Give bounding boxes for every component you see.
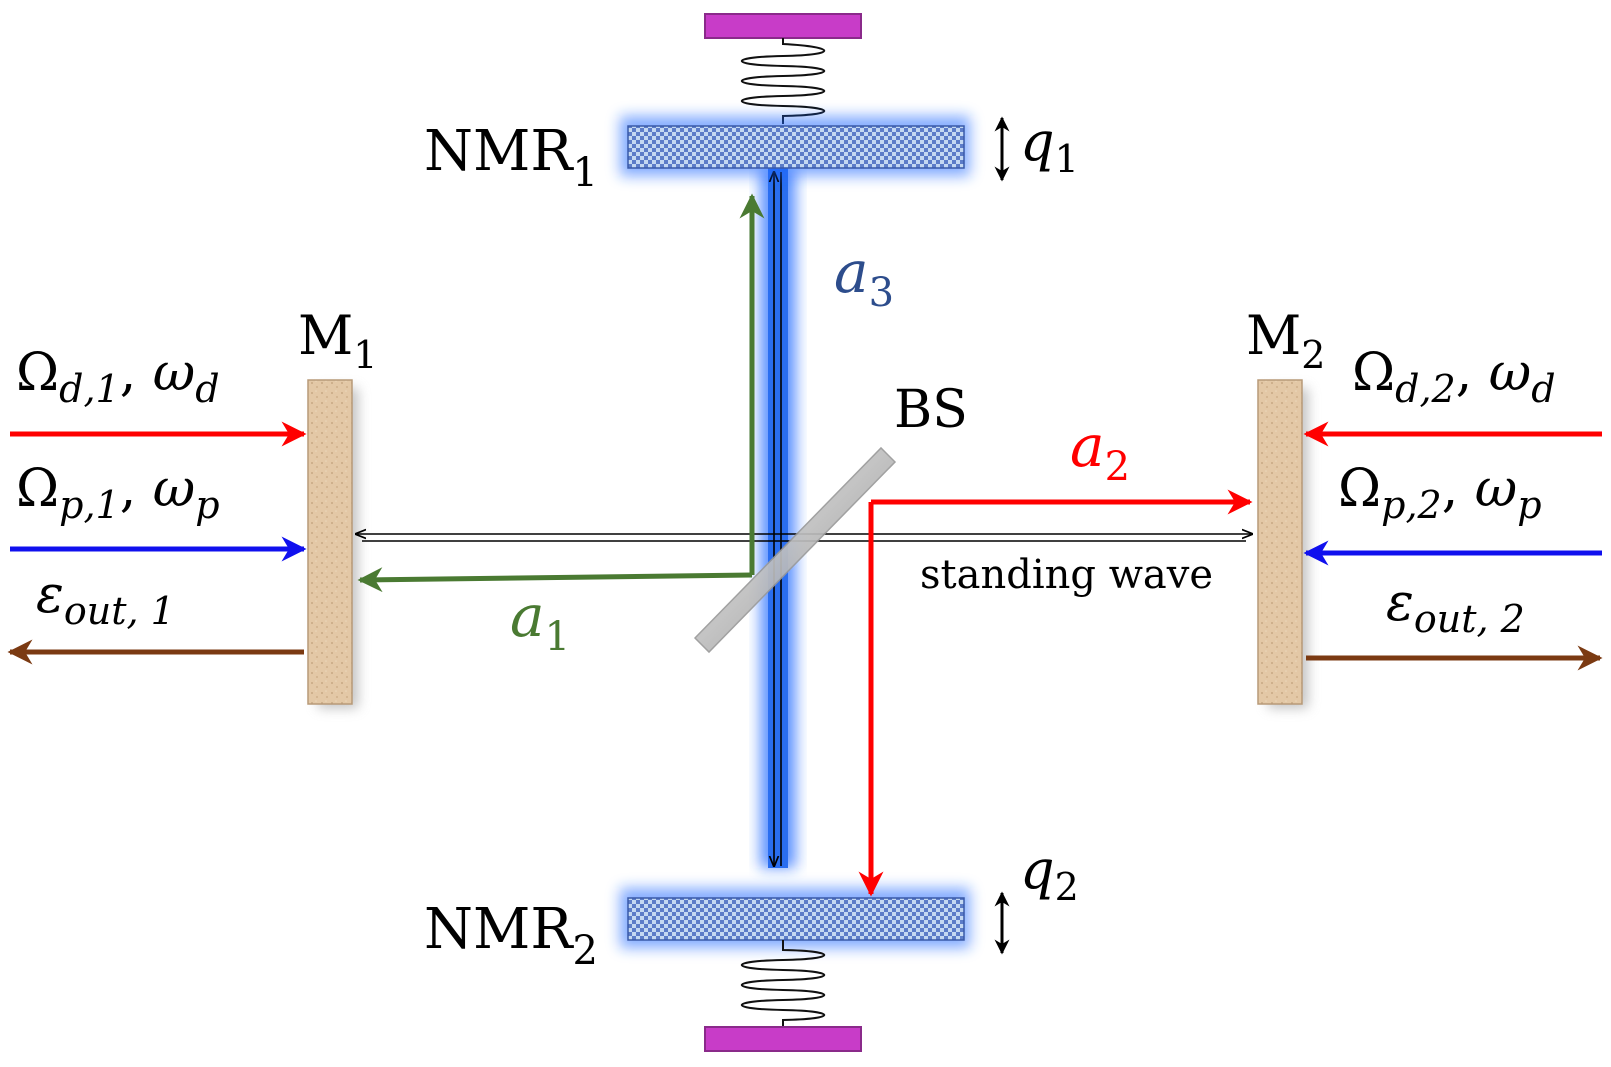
- mirror-m1-label: M1: [298, 304, 377, 377]
- nmr2-label: NMR2: [424, 897, 598, 974]
- output-left-label: εout, 1: [36, 565, 175, 633]
- mirror-m2-label: M2: [1246, 304, 1325, 377]
- mirror-m1: [307, 379, 358, 708]
- mirror-m2: [1257, 379, 1308, 708]
- standing-wave-label: standing wave: [920, 552, 1213, 598]
- bottom-anchor: [704, 1026, 862, 1052]
- top-spring-icon: [741, 38, 825, 124]
- beam-splitter: [693, 446, 897, 654]
- top-anchor: [704, 13, 862, 39]
- nmr1-membrane: [627, 125, 965, 169]
- output-right-label: εout, 2: [1386, 573, 1525, 641]
- q1-label: q1: [1020, 110, 1079, 181]
- mode-a3-beam: [760, 168, 796, 868]
- nmr1-assembly: [620, 13, 970, 176]
- drive-left-label: Ωd,1, ωd: [16, 343, 220, 411]
- nmr2-assembly: [620, 888, 970, 1052]
- mode-a2-label: a2: [1070, 412, 1130, 490]
- mode-a3-label: a3: [834, 238, 894, 316]
- nmr2-membrane: [627, 897, 965, 941]
- drive-right-label: Ωd,2, ωd: [1352, 343, 1556, 411]
- bottom-spring-icon: [741, 940, 825, 1027]
- beam-splitter-label: BS: [894, 380, 968, 440]
- mode-a1-path-left: [357, 567, 753, 593]
- probe-right-label: Ωp,2, ωp: [1338, 459, 1542, 527]
- q2-label: q2: [1020, 838, 1079, 909]
- nmr1-label: NMR1: [424, 119, 598, 196]
- mode-a1-label: a1: [510, 582, 570, 660]
- probe-left-label: Ωp,1, ωp: [16, 459, 220, 527]
